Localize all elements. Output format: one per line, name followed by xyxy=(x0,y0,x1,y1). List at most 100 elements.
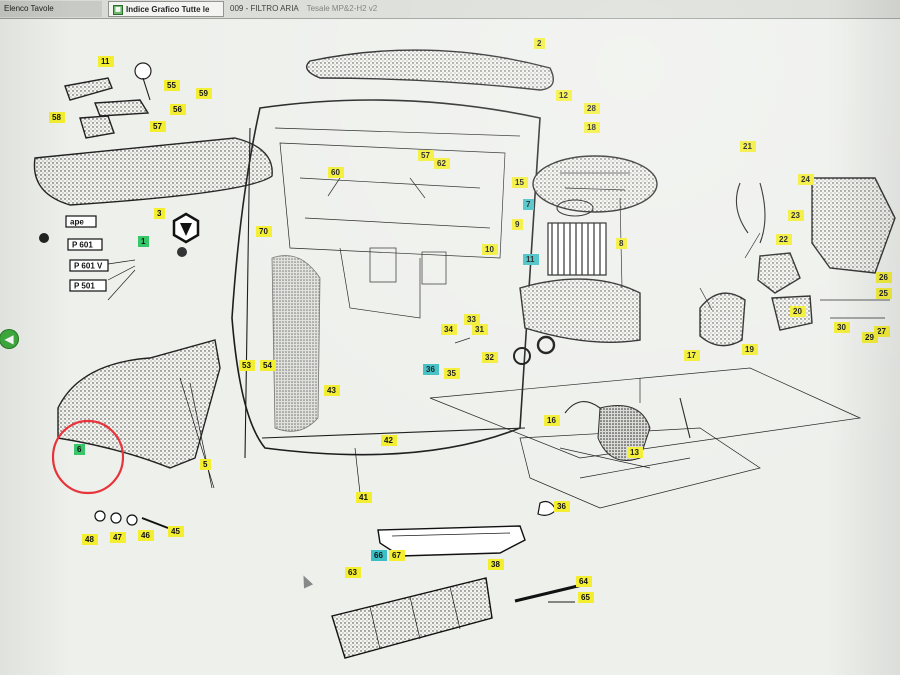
callout-23[interactable]: 23 xyxy=(788,210,804,221)
callout-36[interactable]: 36 xyxy=(423,364,439,375)
seal-ring-part[interactable] xyxy=(513,347,531,365)
callout-67[interactable]: 67 xyxy=(389,550,405,561)
callout-41[interactable]: 41 xyxy=(356,492,372,503)
callout-66[interactable]: 66 xyxy=(371,550,387,561)
callout-2[interactable]: 2 xyxy=(534,38,545,49)
callout-19[interactable]: 19 xyxy=(742,344,758,355)
tab-elenco-tavole[interactable]: Elenco Tavole xyxy=(0,1,102,17)
callout-43[interactable]: 43 xyxy=(324,385,340,396)
callout-58[interactable]: 58 xyxy=(49,112,65,123)
callout-46[interactable]: 46 xyxy=(138,530,154,541)
tab-indice-grafico[interactable]: ▦Indice Grafico Tutte le xyxy=(108,1,224,17)
callout-32[interactable]: 32 xyxy=(482,352,498,363)
callout-30[interactable]: 30 xyxy=(834,322,850,333)
nut-part[interactable] xyxy=(177,247,187,257)
duct-ring-part[interactable] xyxy=(699,292,746,347)
callout-48[interactable]: 48 xyxy=(82,534,98,545)
intake-hose-part[interactable] xyxy=(597,405,651,461)
callout-highlight xyxy=(444,368,460,379)
callout-24[interactable]: 24 xyxy=(798,174,814,185)
filter-element-part[interactable] xyxy=(547,222,607,276)
callout-highlight xyxy=(154,208,165,219)
duct-cap-part[interactable] xyxy=(757,252,801,294)
callout-20[interactable]: 20 xyxy=(790,306,806,317)
callout-12[interactable]: 12 xyxy=(556,90,572,101)
callout-55[interactable]: 55 xyxy=(164,80,180,91)
callout-number: 27 xyxy=(877,327,886,336)
callout-18[interactable]: 18 xyxy=(584,122,600,133)
tab-label: Indice Grafico Tutte le xyxy=(126,5,210,14)
callout-25[interactable]: 25 xyxy=(876,288,892,299)
callout-63[interactable]: 63 xyxy=(345,567,361,578)
callout-9[interactable]: 9 xyxy=(512,219,523,230)
callout-number: 5 xyxy=(203,460,208,469)
callout-45[interactable]: 45 xyxy=(168,526,184,537)
callout-57[interactable]: 57 xyxy=(418,150,434,161)
callout-highlight xyxy=(554,501,570,512)
callout-highlight xyxy=(164,80,180,91)
callout-35[interactable]: 35 xyxy=(444,368,460,379)
callout-number: 32 xyxy=(485,353,494,362)
callout-highlight xyxy=(138,236,149,247)
callout-47[interactable]: 47 xyxy=(110,532,126,543)
callout-22[interactable]: 22 xyxy=(776,234,792,245)
callout-6[interactable]: 6 xyxy=(74,444,85,455)
seat-cushion-part[interactable] xyxy=(306,49,554,91)
callout-21[interactable]: 21 xyxy=(740,141,756,152)
callout-64[interactable]: 64 xyxy=(576,576,592,587)
callout-11[interactable]: 11 xyxy=(98,56,114,67)
callout-15[interactable]: 15 xyxy=(512,177,528,188)
callout-33[interactable]: 33 xyxy=(464,314,480,325)
bracket-part[interactable] xyxy=(64,77,113,101)
duct-housing-part[interactable] xyxy=(811,177,896,274)
callout-36[interactable]: 36 xyxy=(554,501,570,512)
callout-70[interactable]: 70 xyxy=(256,226,272,237)
callout-31[interactable]: 31 xyxy=(472,324,488,335)
callout-1[interactable]: 1 xyxy=(138,236,149,247)
side-panel-part[interactable] xyxy=(33,137,273,206)
callout-11[interactable]: 11 xyxy=(523,254,539,265)
callout-highlight xyxy=(740,141,756,152)
callout-7[interactable]: 7 xyxy=(523,199,534,210)
plate-part[interactable] xyxy=(94,99,150,117)
callout-57[interactable]: 57 xyxy=(150,121,166,132)
callout-3[interactable]: 3 xyxy=(154,208,165,219)
callout-27[interactable]: 27 xyxy=(874,326,890,337)
callout-56[interactable]: 56 xyxy=(170,104,186,115)
callout-number: 21 xyxy=(743,142,752,151)
clip-part[interactable] xyxy=(79,115,115,139)
callout-number: 9 xyxy=(515,220,520,229)
callout-65[interactable]: 65 xyxy=(578,592,594,603)
callout-13[interactable]: 13 xyxy=(627,447,643,458)
filter-housing-part[interactable] xyxy=(519,278,641,343)
arrow-left-icon[interactable]: ◀ xyxy=(0,330,18,348)
callout-10[interactable]: 10 xyxy=(482,244,498,255)
callout-28[interactable]: 28 xyxy=(584,103,600,114)
callout-38[interactable]: 38 xyxy=(488,559,504,570)
callout-number: 55 xyxy=(167,81,176,90)
callout-60[interactable]: 60 xyxy=(328,167,344,178)
callout-number: 13 xyxy=(630,448,639,457)
air-filter-cover-part[interactable] xyxy=(532,155,658,213)
callout-59[interactable]: 59 xyxy=(196,88,212,99)
callout-16[interactable]: 16 xyxy=(544,415,560,426)
callout-highlight xyxy=(196,88,212,99)
callout-54[interactable]: 54 xyxy=(260,360,276,371)
knob-part[interactable] xyxy=(134,62,152,80)
grommet-part[interactable] xyxy=(39,233,49,243)
fender-part[interactable] xyxy=(57,339,221,469)
callout-highlight xyxy=(876,288,892,299)
tab-filtro-aria[interactable]: 009 - FILTRO ARIA Tesale MP&2-H2 v2 xyxy=(226,1,486,17)
callout-62[interactable]: 62 xyxy=(434,158,450,169)
tab-label: 009 - FILTRO ARIA xyxy=(230,4,299,13)
callout-53[interactable]: 53 xyxy=(239,360,255,371)
callout-42[interactable]: 42 xyxy=(381,435,397,446)
floor-mat-part[interactable] xyxy=(331,577,493,659)
callout-17[interactable]: 17 xyxy=(684,350,700,361)
callout-29[interactable]: 29 xyxy=(862,332,878,343)
callout-34[interactable]: 34 xyxy=(441,324,457,335)
callout-number: 53 xyxy=(242,361,251,370)
callout-5[interactable]: 5 xyxy=(200,459,211,470)
callout-8[interactable]: 8 xyxy=(616,238,627,249)
callout-26[interactable]: 26 xyxy=(876,272,892,283)
